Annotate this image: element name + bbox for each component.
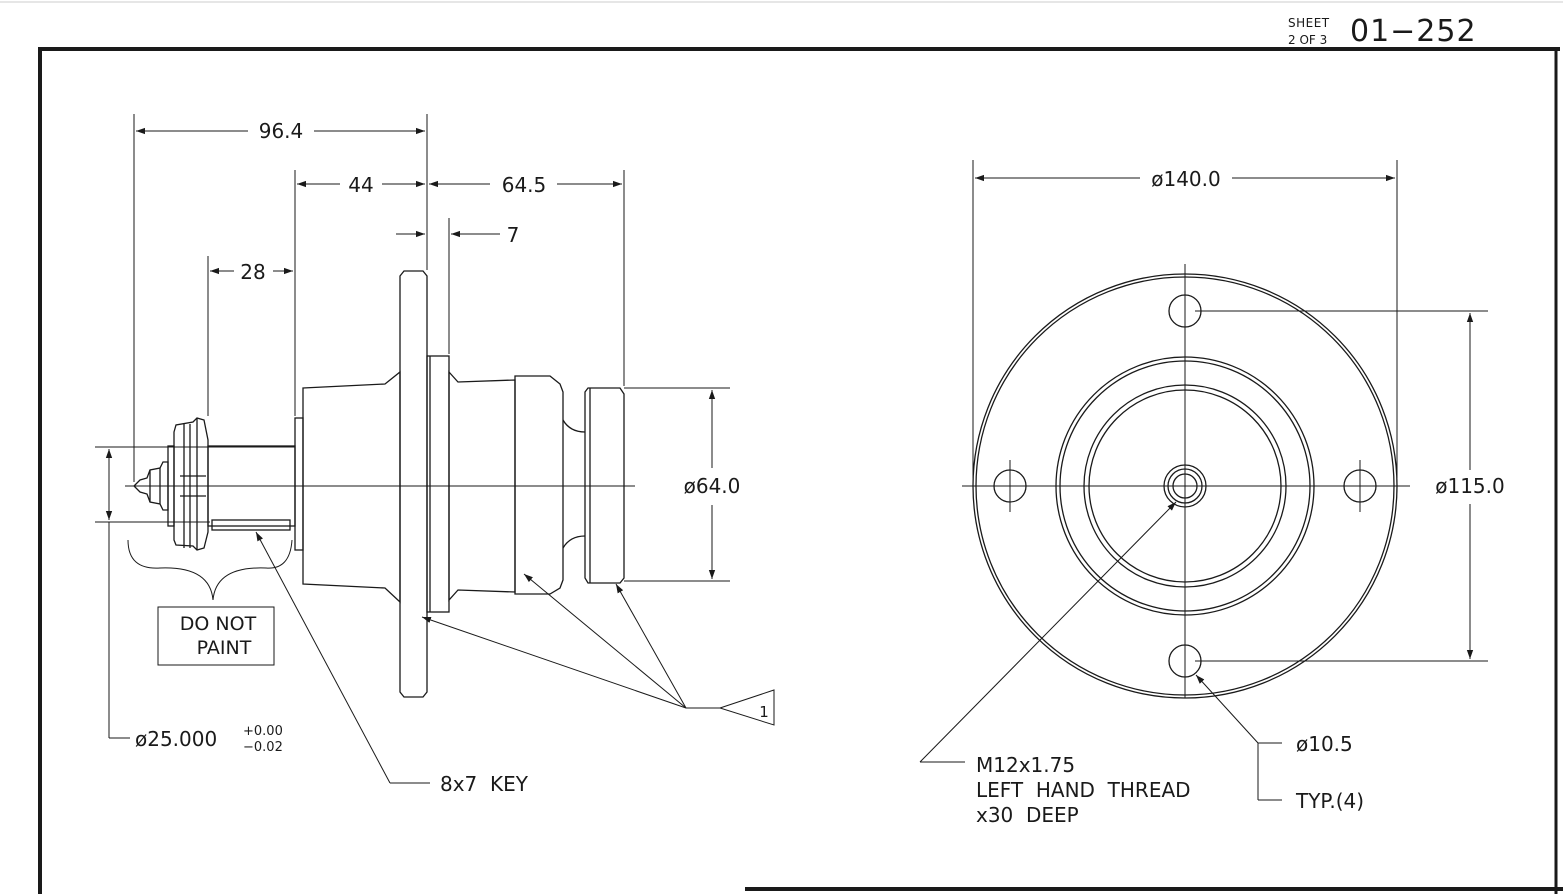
shaft-tolerance-upper: +0.00 — [243, 724, 283, 739]
shaft-diameter-label: ø25.000 — [135, 727, 217, 751]
bearing-circle — [1083, 384, 1287, 588]
side-view — [125, 270, 635, 698]
lock-nut — [173, 417, 209, 551]
sheet-label: SHEET — [1288, 16, 1330, 30]
hub-circle-outer — [1055, 356, 1315, 616]
dim-hub-label: 44 — [348, 173, 373, 197]
hub — [302, 370, 401, 604]
hole-count-label: TYP.(4) — [1295, 789, 1364, 813]
dim-key-length-label: 28 — [240, 260, 265, 284]
bearing-housing — [514, 375, 625, 595]
finish-flag-number: 1 — [759, 703, 769, 721]
note-do-not: DO NOT — [180, 613, 257, 635]
dim-spindle-label: 64.5 — [502, 173, 547, 197]
shaft-tolerance-lower: −0.02 — [243, 740, 283, 755]
dim-diameter-label: ø64.0 — [684, 474, 741, 498]
shaft — [207, 417, 304, 551]
sheet-count: 2 OF 3 — [1288, 33, 1328, 47]
side-view-labels: 96.4 44 64.5 7 28 ø64.0 ø25.000 +0.00 −0… — [135, 119, 769, 796]
key-label: 8x7 KEY — [440, 772, 529, 796]
dim-overall-label: 96.4 — [259, 119, 304, 143]
dim-flange-label: 7 — [507, 223, 520, 247]
thread-note-line1: M12x1.75 — [976, 753, 1075, 777]
thread-note-line2: LEFT HAND THREAD — [976, 778, 1191, 802]
drawing-number: 01−252 — [1350, 14, 1477, 49]
hole-diameter-label: ø10.5 — [1296, 732, 1353, 756]
dim-bolt-circle-label: ø115.0 — [1435, 474, 1505, 498]
end-view — [962, 264, 1410, 699]
dim-outer-label: ø140.0 — [1151, 167, 1221, 191]
side-view-dimensions — [95, 114, 775, 784]
thread-note-line3: x30 DEEP — [976, 803, 1079, 827]
outer-flange-circle — [972, 273, 1398, 699]
end-view-labels: ø140.0 ø115.0 ø10.5 TYP.(4) M12x1.75 LEF… — [976, 167, 1505, 827]
end-view-dimensions — [919, 160, 1488, 801]
center-bore — [1163, 464, 1207, 508]
flange — [399, 270, 450, 698]
note-paint: PAINT — [197, 637, 252, 659]
